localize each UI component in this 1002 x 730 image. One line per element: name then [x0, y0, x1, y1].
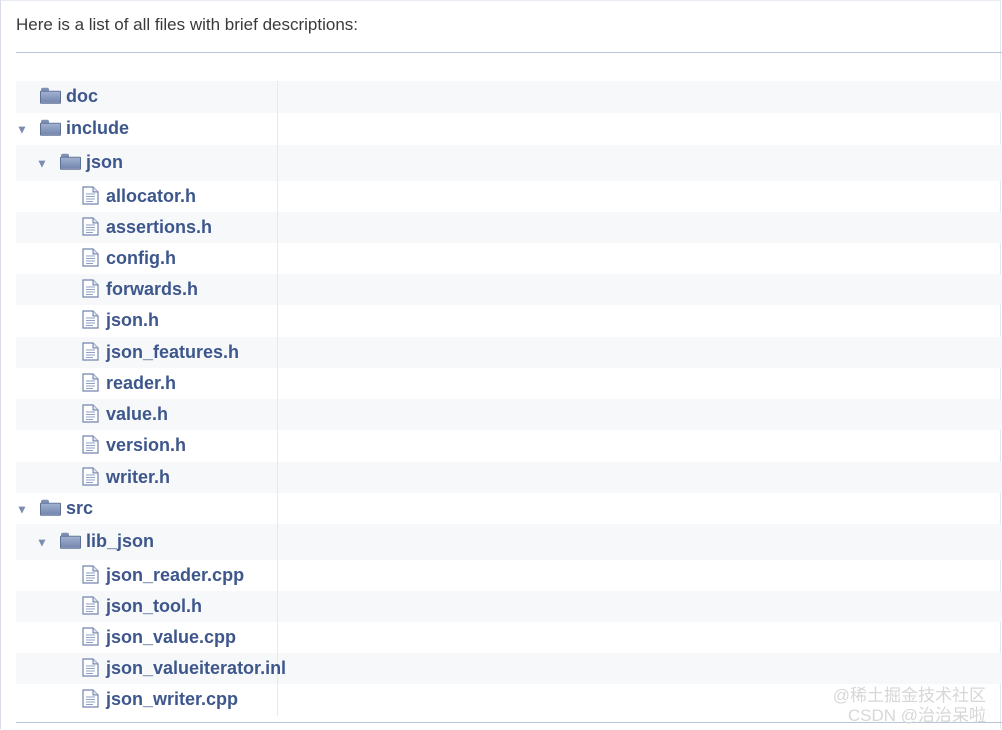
tree-cell: [16, 493, 278, 524]
tree-cell: [16, 684, 278, 716]
file-link[interactable]: json_features.h: [106, 341, 240, 362]
tree-row-file: json_valueiterator.inl: [16, 653, 1002, 684]
document-icon: [82, 310, 99, 329]
document-icon: [82, 657, 99, 677]
document-icon: [82, 626, 99, 646]
tree-cell: [16, 462, 278, 493]
watermark: @稀土掘金技术社区 CSDN @治治呆啦: [833, 686, 986, 726]
tree-cell: [16, 524, 278, 560]
tree-row-file: config.h: [16, 243, 1002, 274]
watermark-line-1: @稀土掘金技术社区: [832, 686, 986, 705]
file-link[interactable]: value.h: [106, 403, 169, 424]
tree-cell: [16, 653, 278, 684]
expand-arrow-icon[interactable]: ▼: [36, 535, 48, 550]
tree-cell: [16, 399, 278, 430]
file-link[interactable]: version.h: [106, 435, 187, 456]
tree-cell: [16, 81, 278, 113]
tree-cell: [16, 622, 278, 653]
document-icon: [82, 247, 99, 267]
tree-row-file: json_features.h: [16, 337, 1002, 368]
tree-cell: [16, 113, 278, 145]
folder-link[interactable]: json: [86, 152, 124, 173]
tree-cell: [16, 337, 278, 368]
file-link[interactable]: json_value.cpp: [106, 626, 237, 647]
tree-row-file: allocator.h: [16, 181, 1002, 212]
file-link[interactable]: json_writer.cpp: [106, 689, 239, 710]
tree-row-folder: doc: [16, 81, 1002, 113]
tree-cell: [16, 591, 278, 622]
expand-arrow-icon[interactable]: ▼: [16, 122, 28, 137]
footer-separator: [16, 722, 1002, 723]
tree-cell: [16, 430, 278, 462]
tree-row-file: reader.h: [16, 368, 1002, 399]
file-link[interactable]: reader.h: [106, 372, 177, 393]
tree-row-folder: ▼ json: [16, 145, 1002, 181]
tree-cell: [16, 212, 278, 243]
tree-row-file: json.h: [16, 305, 1002, 337]
expand-arrow-icon[interactable]: ▼: [36, 156, 48, 171]
tree-row-file: writer.h: [16, 462, 1002, 493]
tree-cell: [16, 145, 278, 181]
folder-link[interactable]: src: [66, 497, 94, 518]
intro-text: Here is a list of all files with brief d…: [16, 15, 359, 34]
tree-cell: [16, 368, 278, 399]
file-link[interactable]: assertions.h: [106, 216, 213, 237]
folder-link[interactable]: doc: [66, 86, 99, 107]
tree-cell: [16, 243, 278, 274]
expand-arrow-icon[interactable]: ▼: [16, 502, 28, 517]
header-separator: [16, 52, 1002, 53]
tree-row-file: assertions.h: [16, 212, 1002, 243]
file-link[interactable]: json_reader.cpp: [106, 564, 245, 585]
file-link[interactable]: forwards.h: [106, 278, 199, 299]
folder-link[interactable]: lib_json: [86, 531, 155, 552]
file-link[interactable]: allocator.h: [106, 185, 197, 206]
tree-row-file: value.h: [16, 399, 1002, 430]
file-link[interactable]: config.h: [106, 247, 176, 268]
tree-cell: [16, 181, 278, 212]
document-icon: [82, 595, 99, 615]
file-tree: doc ▼ include ▼ json allocator.h assertions.h c…: [16, 81, 1002, 716]
tree-row-folder: ▼ include: [16, 113, 1002, 145]
tree-row-file: json_tool.h: [16, 591, 1002, 622]
folder-icon: [60, 153, 81, 170]
tree-row-file: json_reader.cpp: [16, 560, 1002, 591]
document-icon: [82, 403, 99, 423]
watermark-line-2: CSDN @治治呆啦: [847, 706, 986, 725]
folder-icon: [40, 499, 61, 516]
document-icon: [82, 341, 99, 361]
tree-cell: [16, 305, 278, 337]
tree-row-file: json_writer.cpp: [16, 684, 1002, 716]
file-link[interactable]: json.h: [106, 310, 159, 331]
document-icon: [82, 372, 99, 392]
document-icon: [82, 689, 99, 708]
folder-icon: [40, 87, 61, 104]
tree-row-file: forwards.h: [16, 274, 1002, 305]
document-icon: [82, 564, 99, 584]
folder-icon: [40, 119, 61, 136]
tree-cell: [16, 560, 278, 591]
file-link[interactable]: json_tool.h: [106, 595, 202, 616]
file-link[interactable]: json_valueiterator.inl: [106, 657, 287, 678]
tree-row-folder: ▼ src: [16, 493, 1002, 524]
document-icon: [82, 466, 99, 486]
folder-link[interactable]: include: [66, 118, 130, 139]
tree-row-file: json_value.cpp: [16, 622, 1002, 653]
tree-row-file: version.h: [16, 430, 1002, 462]
document-icon: [82, 216, 99, 236]
tree-row-folder: ▼ lib_json: [16, 524, 1002, 560]
tree-cell: [16, 274, 278, 305]
document-icon: [82, 435, 99, 454]
folder-icon: [60, 532, 81, 549]
document-icon: [82, 278, 99, 298]
document-icon: [82, 185, 99, 205]
file-link[interactable]: writer.h: [106, 466, 171, 487]
